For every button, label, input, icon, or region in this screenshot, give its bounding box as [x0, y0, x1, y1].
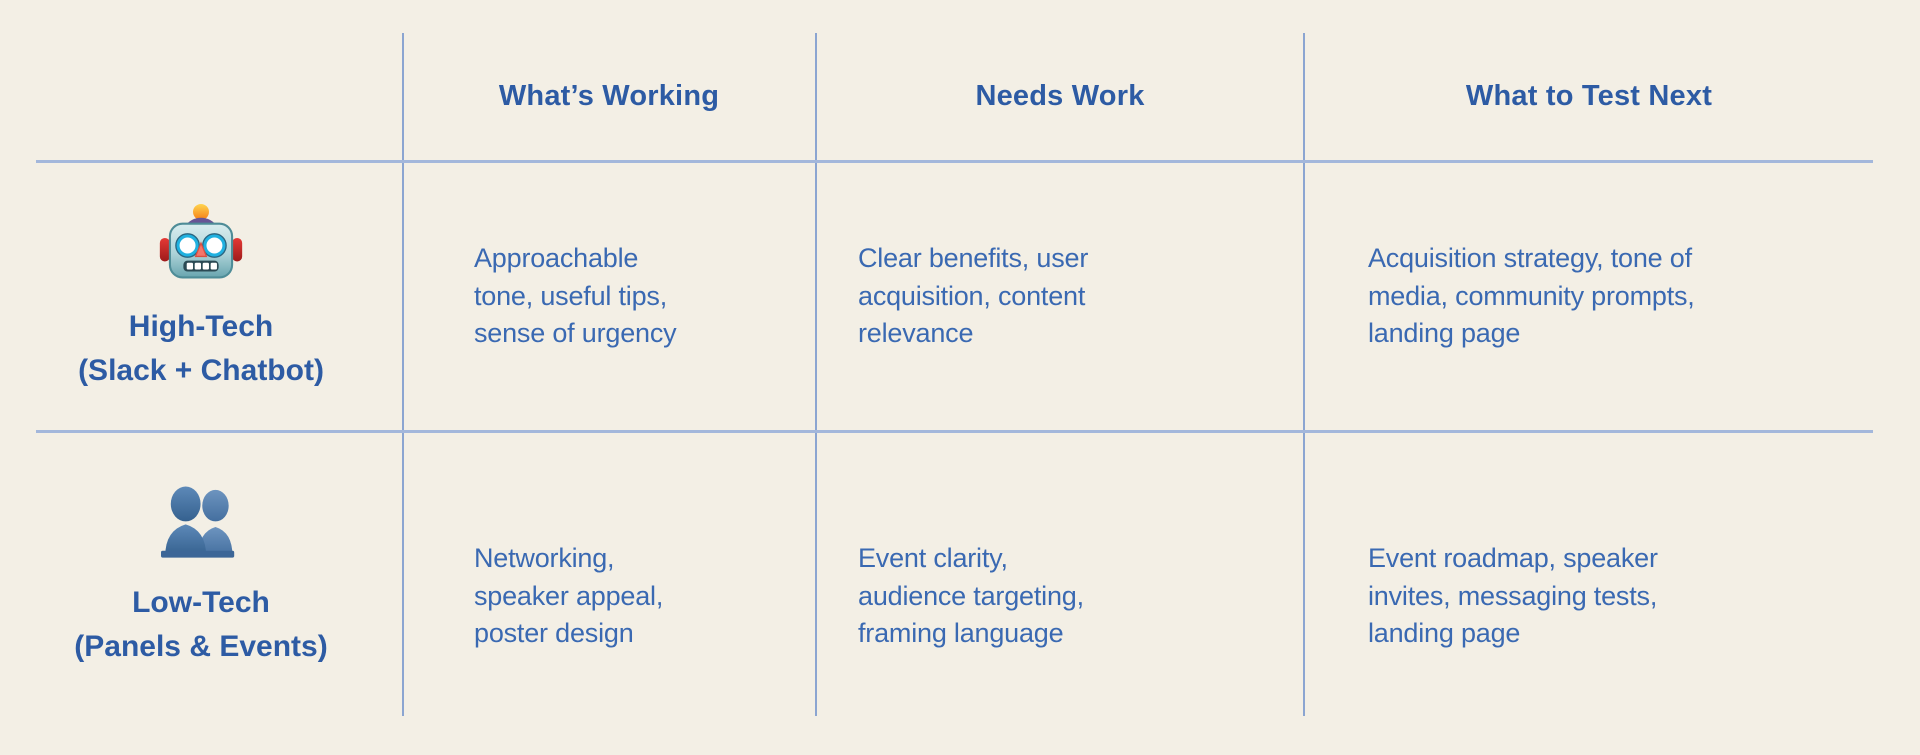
- column-divider-1: [402, 33, 404, 716]
- row-label: High-Tech (Slack + Chatbot): [78, 305, 324, 393]
- row-header-high-tech: High-Tech (Slack + Chatbot): [0, 163, 402, 430]
- cell-line: media, community prompts,: [1368, 280, 1695, 311]
- column-header-whats-working: What’s Working: [498, 80, 720, 112]
- cell-line: landing page: [1368, 618, 1521, 649]
- cell-line: sense of urgency: [474, 318, 677, 349]
- row-label: Low-Tech (Panels & Events): [74, 581, 327, 669]
- cell-line: audience targeting,: [858, 580, 1084, 611]
- row-label-line: Low-Tech: [132, 585, 270, 619]
- cell-line: acquisition, content: [858, 280, 1086, 311]
- robot-icon: [159, 201, 243, 285]
- column-divider-2: [815, 33, 817, 716]
- column-header-what-to-test-next: What to Test Next: [1465, 80, 1713, 112]
- cell-hightech-whats-working: Approachable tone, useful tips, sense of…: [474, 163, 814, 430]
- cell-line: Approachable: [474, 243, 639, 274]
- cell-hightech-needs-work: Clear benefits, user acquisition, conten…: [858, 163, 1302, 430]
- header-row-divider: [36, 160, 1873, 163]
- row-label-line: (Slack + Chatbot): [78, 353, 324, 387]
- cell-line: tone, useful tips,: [474, 280, 668, 311]
- row-label-line: High-Tech: [128, 309, 274, 343]
- cell-lowtech-test-next: Event roadmap, speaker invites, messagin…: [1368, 433, 1872, 716]
- cell-line: poster design: [474, 618, 634, 649]
- row-divider: [36, 430, 1873, 433]
- cell-line: framing language: [858, 618, 1064, 649]
- cell-lowtech-needs-work: Event clarity, audience targeting, frami…: [858, 433, 1302, 716]
- column-divider-3: [1303, 33, 1305, 716]
- cell-hightech-test-next: Acquisition strategy, tone of media, com…: [1368, 163, 1872, 430]
- cell-line: Networking,: [474, 543, 615, 574]
- row-label-line: (Panels & Events): [74, 629, 328, 663]
- cell-line: Acquisition strategy, tone of: [1368, 243, 1692, 274]
- cell-line: Clear benefits, user: [858, 243, 1089, 274]
- cell-line: speaker appeal,: [474, 580, 664, 611]
- cell-line: Event roadmap, speaker: [1368, 543, 1658, 574]
- people-icon: [158, 481, 244, 561]
- cell-lowtech-whats-working: Networking, speaker appeal, poster desig…: [474, 433, 814, 716]
- cell-line: relevance: [858, 318, 974, 349]
- column-header-needs-work: Needs Work: [975, 80, 1145, 112]
- cell-line: invites, messaging tests,: [1368, 580, 1658, 611]
- cell-line: landing page: [1368, 318, 1521, 349]
- cell-line: Event clarity,: [858, 543, 1008, 574]
- row-header-low-tech: Low-Tech (Panels & Events): [0, 433, 402, 716]
